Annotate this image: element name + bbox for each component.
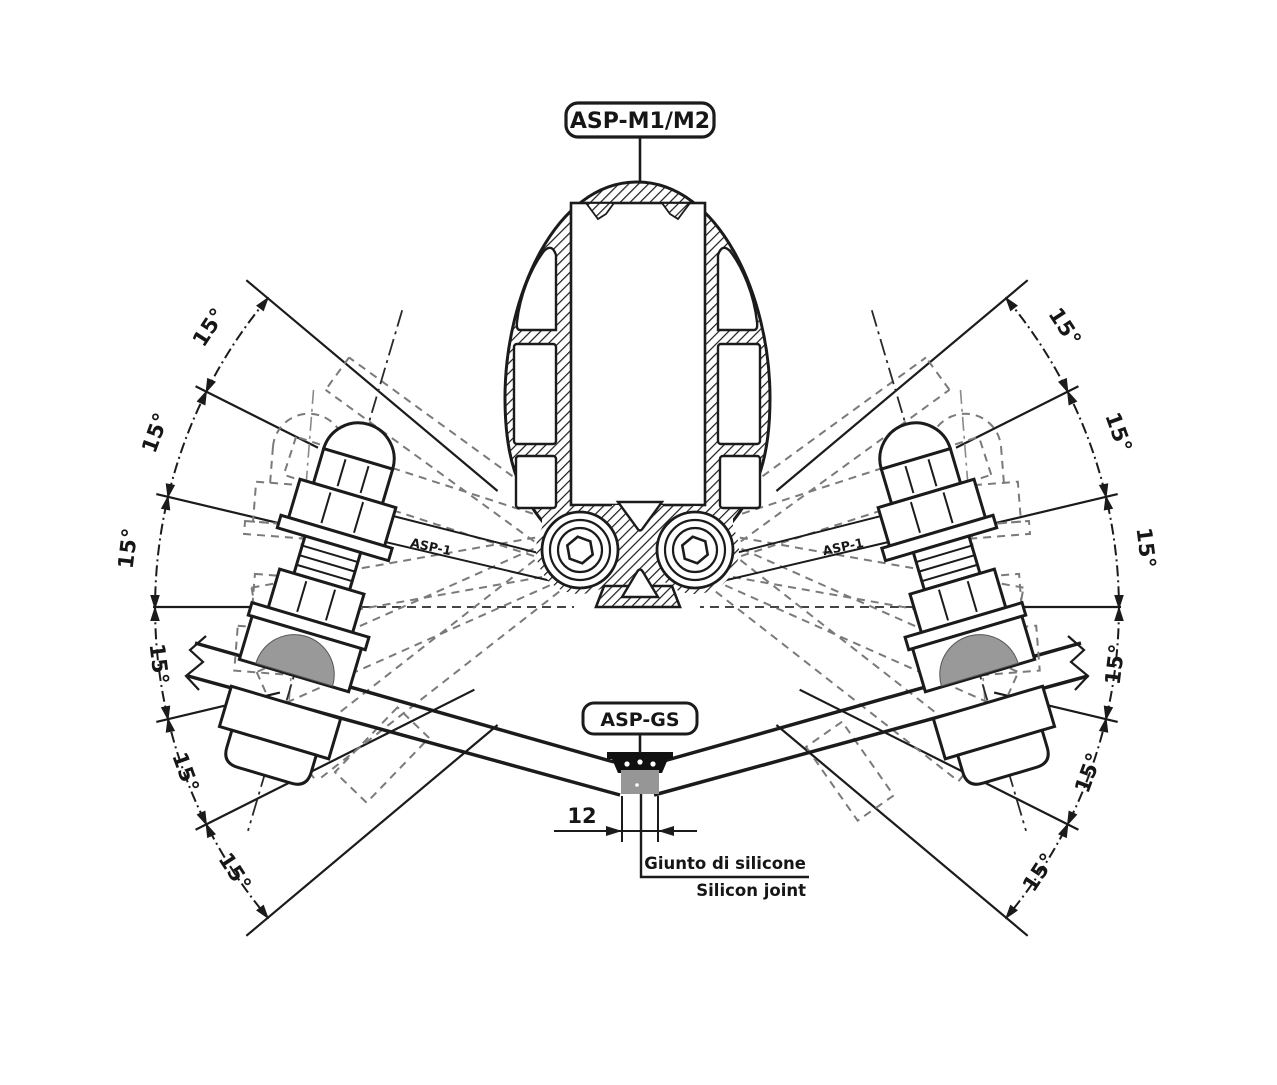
housing-relief-upper [615, 500, 665, 532]
angle-label: 15° [1018, 848, 1061, 896]
angle-label: 15° [1070, 749, 1107, 796]
profile-center-cavity [569, 201, 707, 507]
fan-arrow-icon [1098, 483, 1109, 499]
callout-box [581, 701, 699, 736]
fan-arrow-icon [1005, 904, 1018, 920]
hex-socket-icon [565, 535, 595, 565]
fan-arrow-icon [1058, 377, 1069, 394]
profile-pocket [716, 342, 762, 446]
left-pane-break-symbol [184, 635, 207, 691]
fan-arrow-icon [1005, 296, 1018, 312]
ghost-band-edge [715, 590, 960, 783]
callout-box [564, 101, 716, 139]
ghost-pane-quad [804, 720, 896, 823]
left-bolt-callout-label: ASP-1 [409, 535, 453, 558]
hex-socket-icon [680, 535, 710, 565]
fan-arrow-icon [1098, 717, 1109, 733]
ghost-band-end [282, 436, 298, 476]
angle-label: 15° [1101, 642, 1130, 686]
silicone-width-dimension: 12 [554, 796, 697, 842]
fan-arrow-icon [205, 377, 216, 394]
fan-arrow-icon [1066, 810, 1078, 827]
fan-radial-line [195, 688, 475, 831]
angle-label: 15° [137, 409, 174, 456]
profile-callout: ASP-M1/M2 [564, 101, 716, 181]
fan-radial-line [245, 279, 499, 492]
fan-radial-line [955, 385, 1079, 449]
fan-arrow-icon [160, 705, 171, 722]
ghost-band-edge [740, 473, 992, 557]
profile-screw-tooth-left [584, 202, 616, 221]
silicone-joint-assembly [607, 752, 673, 794]
ghost-band-edge [272, 584, 551, 710]
profile-pocket [515, 246, 558, 332]
ghost-band-end [324, 356, 350, 391]
left-socket-bolt-head [540, 510, 620, 590]
fan-radial-line [775, 724, 1029, 937]
fan-radials-and-arrows [150, 279, 1124, 937]
ghost-band-edge [740, 389, 951, 543]
fan-arrow-icon [1058, 822, 1069, 839]
fan-radial-line [156, 493, 290, 527]
fan-arrow-icon [205, 822, 216, 839]
profile-pocket [514, 454, 558, 510]
fan-arrow-icon [256, 296, 269, 312]
angle-label: 15° [214, 848, 257, 896]
fan-arrow-icon [165, 483, 176, 499]
profile-screw-tooth-right [660, 202, 692, 221]
ghost-band-end [977, 436, 993, 476]
right-pane-break-symbol [1067, 635, 1090, 691]
ghost-band-edge [728, 435, 980, 519]
angle-label: 15° [1044, 303, 1087, 351]
silicone-block [621, 770, 659, 794]
angle-label: 15° [188, 303, 231, 351]
joint-cap-bar [607, 752, 673, 759]
fan-radial-line [245, 724, 499, 937]
note-italian: Giunto di silicone [644, 854, 806, 873]
joint-callout: ASP-GS [581, 701, 699, 753]
angle-label: 15° [114, 526, 143, 570]
angle-label: 15° [1132, 526, 1161, 570]
fan-arrow-icon [1103, 705, 1114, 722]
dimension-value: 12 [567, 804, 596, 828]
fan-arrow-icon [150, 595, 160, 610]
housing-relief-lower [619, 568, 661, 599]
profile-pocket [718, 454, 762, 510]
fan-radial-line [984, 493, 1118, 527]
fan-arrow-icon [165, 717, 176, 733]
angle-label: 15° [167, 749, 204, 796]
dimension-arrow-icon [658, 826, 674, 836]
angle-label: 15° [1100, 409, 1137, 456]
fan-arrow-icon [1114, 606, 1124, 621]
fan-arrow-icon [1114, 595, 1124, 610]
ghost-band-edge [324, 389, 535, 543]
fan-arrow-icon [160, 494, 171, 511]
dimension-arrow-icon [606, 826, 622, 836]
profile-pocket [716, 246, 759, 332]
ghost-band-edge [724, 584, 1003, 710]
ghost-band-end [925, 356, 951, 391]
profile-pocket [512, 342, 558, 446]
fan-arrow-icon [150, 606, 160, 621]
fan-arrow-icon [196, 810, 208, 827]
ghost-band-edge [295, 435, 547, 519]
angle-label: 15° [145, 642, 174, 686]
fan-radial-line [799, 688, 1079, 831]
right-socket-bolt-head [655, 510, 735, 590]
joint-callout-label: ASP-GS [600, 709, 679, 731]
note-english: Silicon joint [696, 881, 806, 900]
profile-callout-label: ASP-M1/M2 [570, 109, 710, 134]
fan-radial-line [775, 279, 1029, 492]
right-bolt-callout-label: ASP-1 [821, 535, 865, 558]
fan-arrow-icon [1066, 389, 1078, 406]
ghost-pane-quad [333, 705, 431, 805]
fan-arrow-icon [196, 389, 208, 406]
silicone-note: Giunto di silicone Silicon joint [639, 794, 809, 900]
fan-arrow-icon [1103, 494, 1114, 511]
mullion-profile-section [503, 180, 772, 609]
fan-arrow-icon [256, 904, 269, 920]
fan-radial-line [195, 385, 319, 449]
ghost-band-edge [283, 473, 535, 557]
